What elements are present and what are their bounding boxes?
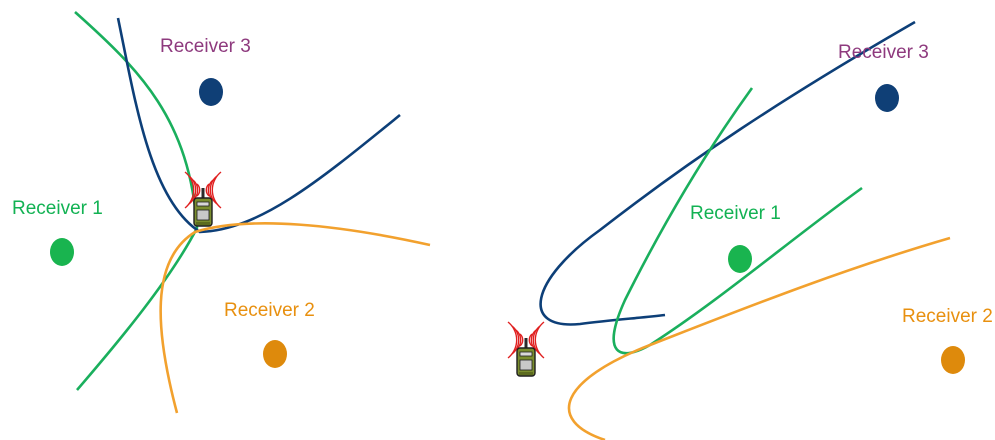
receiver-1-dot	[50, 238, 74, 266]
right-panel: Receiver 3 Receiver 1 Receiver 2	[507, 20, 993, 440]
receiver-1-label: Receiver 1	[690, 203, 781, 224]
receiver-1-dot	[728, 245, 752, 273]
receiver-2-label: Receiver 2	[224, 300, 315, 321]
radio-transmitter-icon	[507, 321, 545, 377]
hyperbola-orange-right	[567, 236, 951, 440]
hyperbola-green-right	[612, 87, 863, 355]
hyperbola-orange-left	[159, 222, 431, 414]
receiver-3-label: Receiver 3	[838, 42, 929, 63]
radio-transmitter-icon	[184, 171, 222, 227]
receiver-3-dot	[199, 78, 223, 106]
receiver-2-label: Receiver 2	[902, 306, 993, 327]
hyperbola-blue-left	[116, 17, 401, 234]
receiver-2-dot	[941, 346, 965, 374]
hyperbola-blue-right	[539, 20, 916, 326]
receiver-3-label: Receiver 3	[160, 36, 251, 57]
receiver-1-label: Receiver 1	[12, 198, 103, 219]
receiver-2-dot	[263, 340, 287, 368]
left-panel: Receiver 3 Receiver 1 Receiver 2	[12, 11, 431, 414]
receiver-3-dot	[875, 84, 899, 112]
